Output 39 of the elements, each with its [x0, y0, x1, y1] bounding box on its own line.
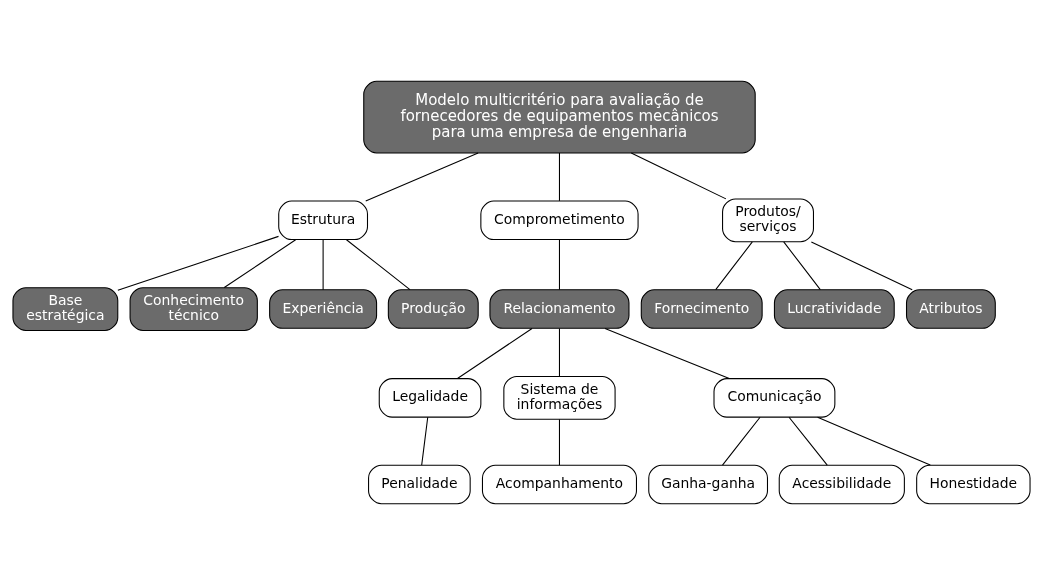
connector — [715, 241, 753, 291]
connector — [345, 239, 411, 291]
node-box: Experiência — [269, 289, 378, 329]
connector — [630, 152, 727, 200]
connector — [117, 235, 280, 291]
connector — [817, 416, 931, 466]
node-box: Comprometimento — [480, 200, 639, 241]
node-box: Modelo multicritério para avaliação de fornecedores de equipamentos mecânicos para uma empresa de engenharia — [363, 80, 756, 154]
connector — [721, 416, 761, 466]
connector — [810, 241, 913, 291]
connector — [223, 239, 297, 289]
connector — [783, 241, 821, 291]
node-box: Penalidade — [368, 464, 471, 505]
node-box: Produção — [387, 289, 479, 329]
connector — [558, 328, 560, 377]
node-box: Legalidade — [378, 378, 482, 418]
connector — [365, 152, 479, 202]
node-box: Sistema de informações — [503, 375, 616, 420]
node-box: Estrutura — [278, 200, 369, 241]
connector — [558, 239, 560, 291]
connector — [558, 152, 560, 202]
node-box: Produtos/ serviços — [722, 198, 814, 243]
node-box: Acessibilidade — [778, 464, 905, 505]
node-box: Comunicação — [713, 378, 836, 418]
node-box: Lucratividade — [773, 289, 895, 329]
node-box: Honestidade — [916, 464, 1031, 505]
node-box: Atributos — [905, 289, 996, 329]
connector — [421, 416, 429, 466]
node-box: Fornecimento — [640, 289, 763, 329]
connector — [322, 239, 324, 291]
node-box: Relacionamento — [489, 289, 630, 329]
node-box: Ganha-ganha — [648, 464, 768, 505]
connector — [604, 328, 730, 380]
connector — [558, 418, 560, 466]
node-box: Acompanhamento — [481, 464, 637, 505]
connector — [456, 328, 533, 379]
node-box: Base estratégica — [12, 287, 119, 331]
node-box: Conhecimento técnico — [129, 287, 258, 331]
connector — [788, 416, 828, 466]
